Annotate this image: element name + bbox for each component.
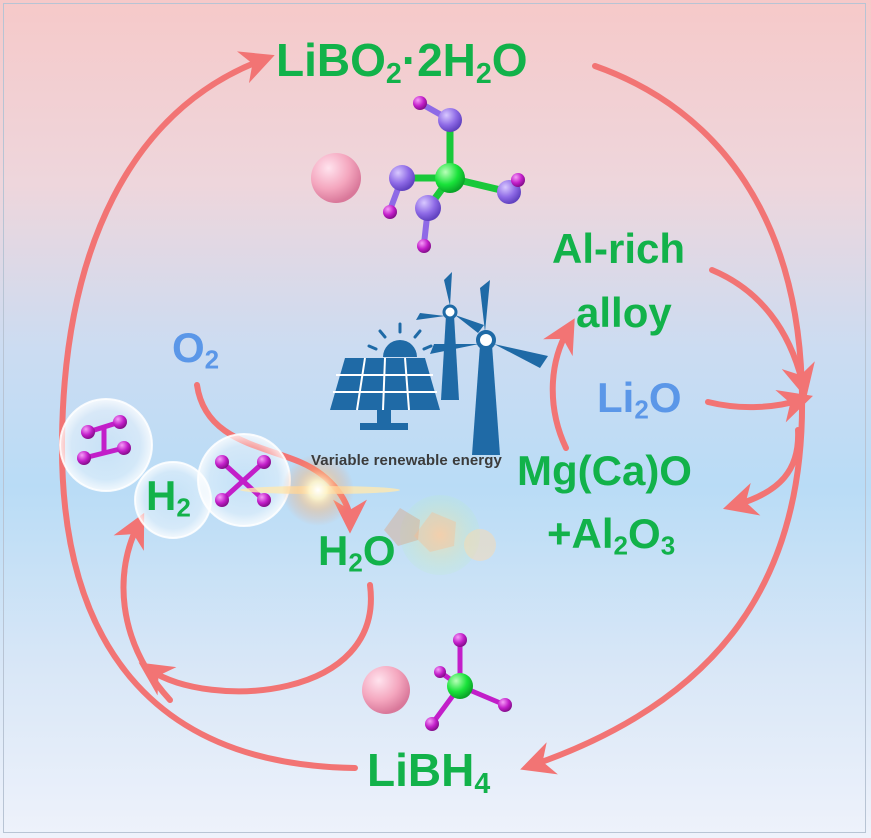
- energy-caption: Variable renewable energy: [311, 452, 502, 469]
- libo2-molecule-icon: [311, 96, 525, 253]
- arrow-li2o-to-cycle: [705, 390, 813, 423]
- label-alloy: alloy: [576, 289, 672, 336]
- arrow-cycle-to-mgcao: [722, 427, 802, 516]
- wind-turbine-icon: [416, 272, 548, 455]
- label-h2: H2: [146, 472, 191, 523]
- lens-flare-icon: [240, 454, 496, 575]
- label-al2o3: +Al2O3: [547, 510, 676, 561]
- label-libh4: LiBH4: [367, 744, 491, 801]
- label-h2o: H2O: [318, 527, 396, 578]
- solar-panel-icon: [330, 357, 440, 430]
- sun-icon: [367, 322, 433, 357]
- label-o2: O2: [172, 324, 220, 375]
- arrow-alloy-to-cycle: [709, 267, 815, 399]
- frame-border: [3, 3, 866, 833]
- arrow-mgcao-to-alloy: [543, 318, 575, 451]
- arrow-to-h2: [113, 512, 173, 703]
- arrow-h2o-to-left: [138, 582, 374, 696]
- libh4-molecule-icon: [362, 633, 512, 731]
- label-libo2-2h2o: LiBO2·2H2O: [276, 34, 528, 91]
- label-mgcao: Mg(Ca)O: [517, 447, 692, 494]
- label-li2o: Li2O: [597, 374, 682, 425]
- label-al-rich: Al-rich: [552, 225, 686, 272]
